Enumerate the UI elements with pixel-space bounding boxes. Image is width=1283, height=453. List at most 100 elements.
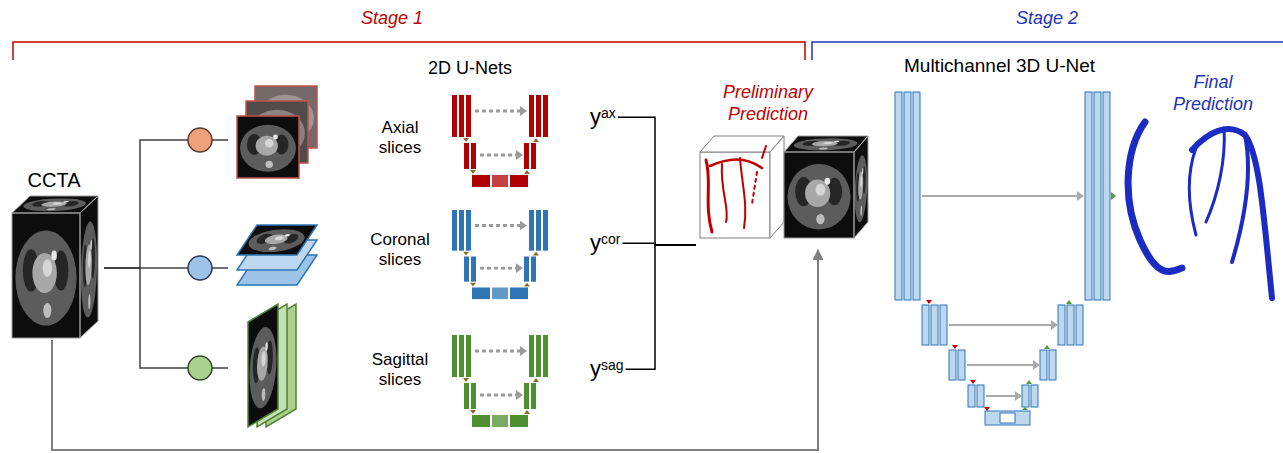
unet-3d-icon	[949, 324, 1052, 326]
unet-3d-icon	[967, 364, 1034, 366]
prediction-cube	[762, 146, 766, 158]
prediction-cube	[710, 160, 762, 169]
network-block: Multichannel 3D U-Net	[890, 55, 1118, 440]
axial-slice-stack	[237, 116, 299, 178]
slice-stack: Sagittal slices	[228, 302, 438, 438]
output-superscript: ax	[601, 105, 616, 121]
unet-3d-icon	[1076, 305, 1083, 345]
unet-3d-icon	[922, 196, 1078, 396]
unet-3d-icon	[1022, 192, 1116, 410]
unet-3d-icon	[1015, 391, 1022, 401]
unet-3d-icon	[977, 385, 984, 407]
node-label: CCTA	[8, 168, 100, 192]
connector	[52, 250, 818, 450]
unet-3d-icon	[984, 407, 990, 411]
unet-3d-icon	[952, 345, 958, 349]
slice-stack: Coronal slices	[228, 200, 438, 298]
unet-3d-icon	[1066, 300, 1072, 304]
node-label: Sagittal slices	[366, 350, 434, 391]
stage-title: Stage 2	[987, 8, 1107, 30]
prediction-cube	[770, 136, 784, 238]
prediction-cube	[700, 136, 784, 152]
unet-3d-icon	[1033, 360, 1040, 370]
prediction-cube	[700, 136, 784, 238]
ct-volume-cube	[784, 152, 854, 238]
coronal-slice-stack	[237, 225, 317, 285]
sagittal-slice-stack	[248, 304, 278, 427]
unet-3d-icon	[985, 411, 1030, 425]
unet-3d-icon	[968, 385, 975, 407]
unet-3d-icon	[1103, 92, 1110, 300]
output-symbol: y	[590, 104, 601, 129]
unet-3d-icon	[958, 350, 965, 380]
unet-3d-icon	[1085, 92, 1092, 300]
node-label: Multichannel 3D U-Net	[904, 55, 1114, 78]
unet-2d-icon	[452, 210, 548, 299]
output-symbol: y	[590, 230, 601, 255]
unet-3d-icon	[986, 395, 1016, 397]
output-symbol: y	[590, 356, 601, 381]
unet-3d-icon	[926, 300, 932, 304]
coronary-tree	[1128, 122, 1182, 271]
prediction-output: ycor	[588, 230, 622, 256]
coronary-tree	[1128, 122, 1272, 298]
ct-volume-cube	[80, 196, 98, 338]
unet-3d-icon	[1077, 191, 1084, 201]
ct-volume-cube	[854, 136, 868, 238]
ct-volume-cube	[80, 196, 98, 338]
ct-volume-cube	[784, 136, 868, 152]
slice-stack: Axial slices	[228, 82, 438, 186]
ct-volume-cube	[12, 196, 98, 338]
sagittal-slice-stack	[248, 304, 278, 427]
unet-3d-icon	[1049, 350, 1056, 380]
prediction-cube	[722, 164, 727, 222]
unet-3d-icon	[895, 92, 1110, 425]
unet-3d-icon	[1044, 345, 1050, 349]
stage-title: Stage 1	[332, 8, 452, 30]
unet-3d-icon	[895, 92, 1116, 425]
branch-dot	[188, 256, 212, 280]
coronal-slice-stack	[237, 225, 317, 255]
coronary-tree	[1232, 135, 1248, 262]
unet-3d-icon	[1022, 385, 1029, 407]
node-label: Final Prediction	[1158, 72, 1268, 115]
unet-3d-icon	[1000, 413, 1015, 423]
prediction-volume: Preliminary Prediction	[696, 78, 880, 250]
unet-3d-icon	[926, 300, 990, 411]
unet-3d-icon	[922, 305, 929, 345]
unet-3d-icon	[1094, 92, 1101, 300]
node-label: Preliminary Prediction	[708, 82, 828, 125]
unet-3d-icon	[1058, 305, 1065, 345]
ct-volume-cube	[12, 213, 80, 338]
prediction-cube	[740, 158, 745, 228]
ct-volume-cube	[784, 136, 868, 238]
axial-slice-stack	[237, 116, 299, 178]
node-label: Coronal slices	[366, 230, 434, 271]
prediction-output: Final Prediction	[1148, 68, 1278, 308]
prediction-output: yax	[588, 104, 618, 130]
ct-volume-cube	[12, 196, 98, 213]
unet-3d-icon	[1067, 305, 1074, 345]
unet-3d-icon	[970, 380, 976, 384]
coronal-slice-stack	[237, 225, 317, 255]
stage-bracket	[13, 42, 805, 60]
prediction-cube	[706, 160, 712, 232]
volume-node: CCTA	[8, 168, 104, 340]
branch-dot	[188, 128, 212, 152]
prediction-cube	[700, 152, 770, 238]
unet-3d-icon	[1031, 385, 1038, 407]
sagittal-slice-stack	[248, 304, 296, 427]
coronary-tree	[1206, 128, 1224, 222]
section-title: 2D U-Nets	[410, 58, 530, 80]
ct-volume-cube	[854, 136, 868, 238]
unet-2d-icon	[452, 335, 548, 427]
connector	[104, 140, 228, 268]
ct-volume-cube	[784, 152, 854, 238]
prediction-output: ysag	[588, 356, 626, 382]
unet-2d-icon	[452, 95, 548, 187]
connector	[626, 245, 696, 369]
unet-3d-icon	[931, 305, 938, 345]
unet-3d-icon	[1040, 350, 1047, 380]
branch-dot	[188, 356, 212, 380]
